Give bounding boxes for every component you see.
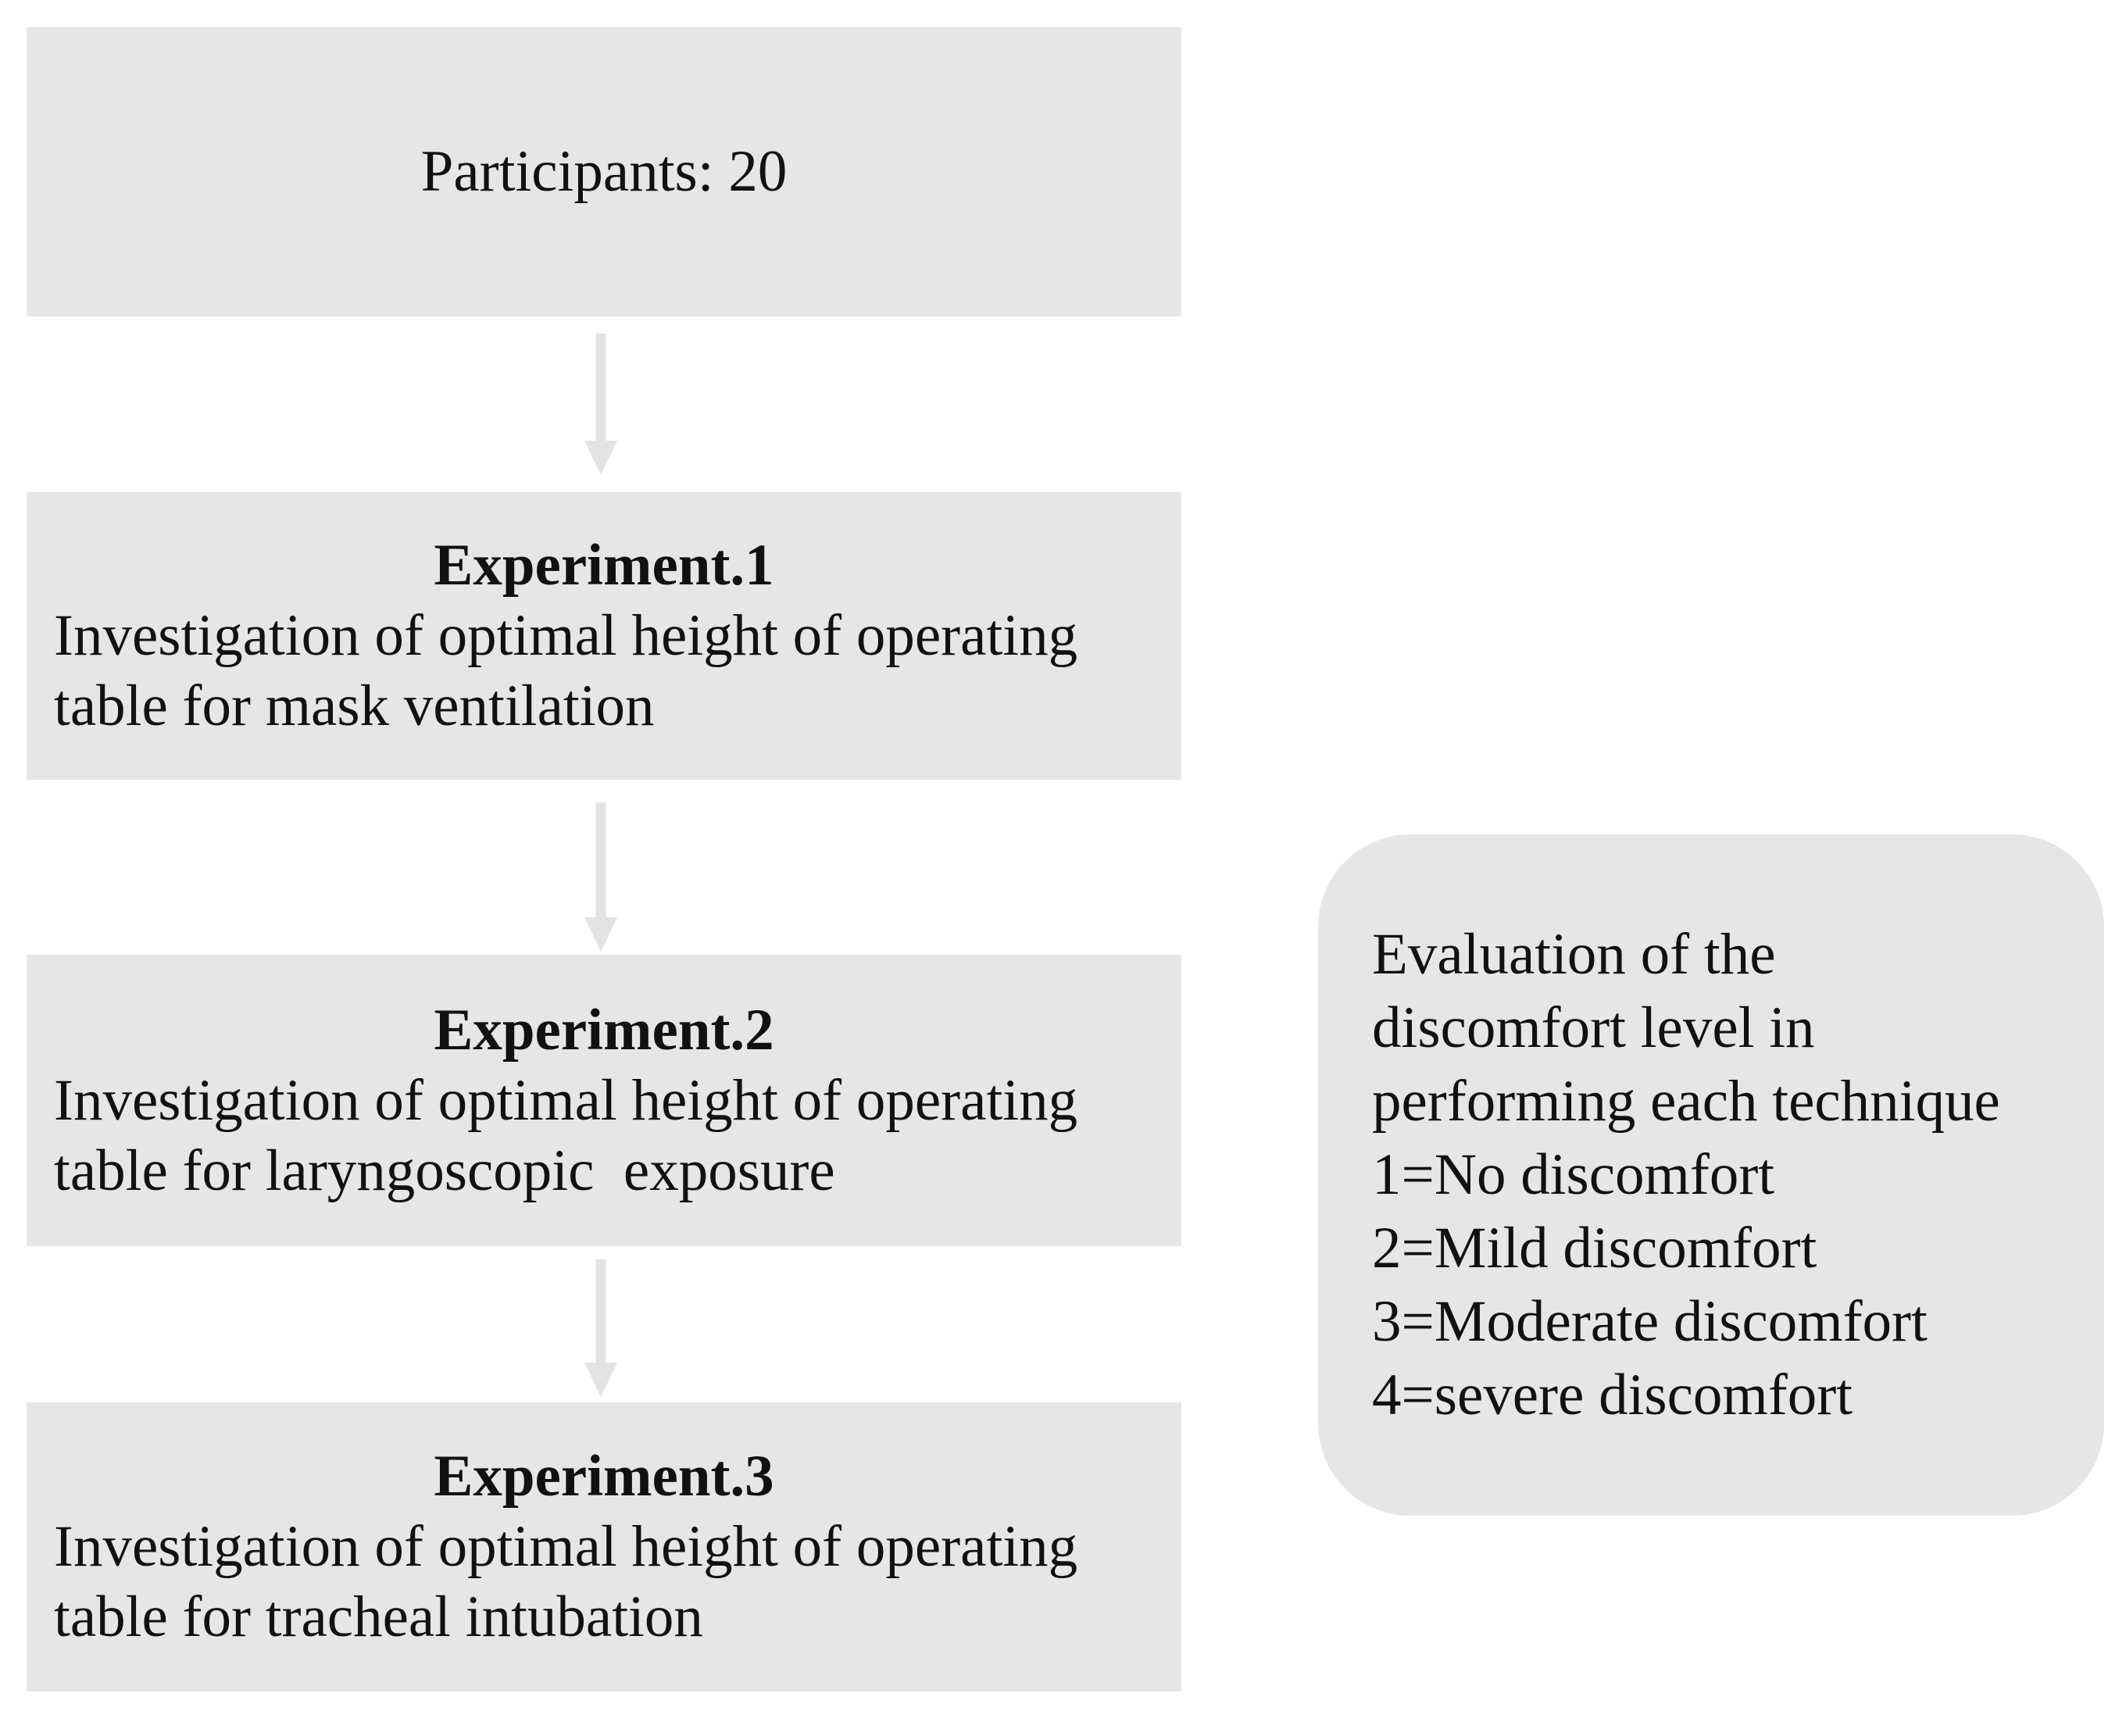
down-arrow-2 [584, 802, 617, 952]
experiment-2-heading: Experiment.2 [434, 997, 774, 1063]
experiment-3-description: Investigation of optimal height of opera… [54, 1514, 1078, 1649]
experiment-3-box: Experiment.3 Investigation of optimal he… [27, 1402, 1181, 1691]
discomfort-scale-note-box: Evaluation of the discomfort level in pe… [1318, 834, 2104, 1516]
participants-label: Participants: 20 [420, 139, 788, 204]
arrow-shaft [595, 802, 606, 922]
arrow-head-icon [584, 1363, 617, 1397]
participants-box: Participants: 20 [27, 27, 1181, 316]
experiment-1-description: Investigation of optimal height of opera… [54, 603, 1078, 738]
down-arrow-3 [584, 1259, 617, 1397]
experiment-2-description: Investigation of optimal height of opera… [54, 1067, 1078, 1203]
arrow-head-icon [584, 441, 617, 475]
arrow-shaft [595, 1259, 606, 1367]
discomfort-scale-note-text: Evaluation of the discomfort level in pe… [1372, 922, 2000, 1427]
experiment-2-box: Experiment.2 Investigation of optimal he… [27, 955, 1181, 1246]
down-arrow-1 [584, 334, 617, 475]
arrow-head-icon [584, 917, 617, 952]
experiment-1-box: Experiment.1 Investigation of optimal he… [27, 492, 1181, 780]
experiment-1-heading: Experiment.1 [434, 533, 774, 598]
arrow-shaft [595, 334, 606, 445]
experiment-3-heading: Experiment.3 [434, 1444, 774, 1509]
